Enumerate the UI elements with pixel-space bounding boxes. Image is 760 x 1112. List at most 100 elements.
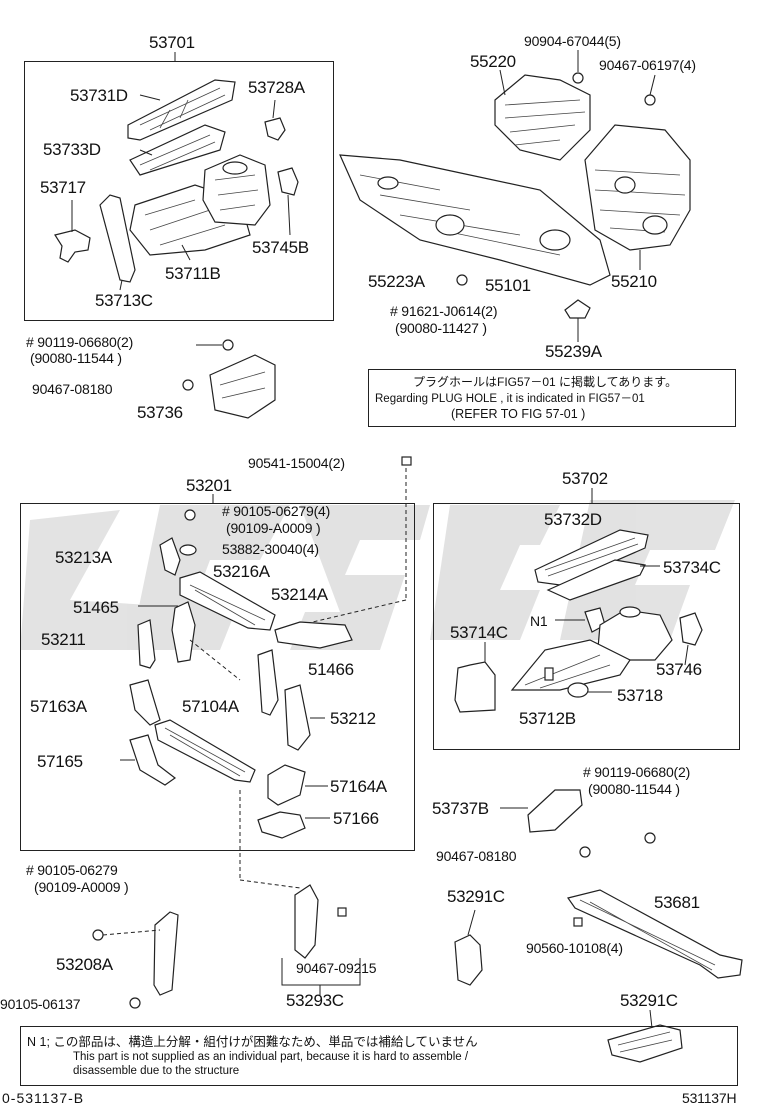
label-57104A: 57104A xyxy=(182,697,239,716)
label-90467-08180-b: 90467-08180 xyxy=(436,848,517,864)
label-53681: 53681 xyxy=(654,893,700,912)
label-53745B: 53745B xyxy=(252,238,309,257)
part-57164A-shape xyxy=(267,764,328,806)
label-90119-06680-a: # 90119-06680(2) xyxy=(26,334,134,350)
label-55101: 55101 xyxy=(485,276,531,295)
label-90467-09215: 90467-09215 xyxy=(296,960,377,976)
part-N1-shape xyxy=(555,607,606,633)
part-51466-shape xyxy=(257,649,279,716)
label-90467-06197: 90467-06197(4) xyxy=(599,57,696,73)
group-box-53702 xyxy=(433,503,740,750)
label-53214A: 53214A xyxy=(271,585,328,604)
part-53293C-shape xyxy=(281,884,361,995)
label-91621-J0614: # 91621-J0614(2) xyxy=(390,303,498,319)
label-90109-A0009-a: (90109-A0009 ) xyxy=(226,520,321,536)
label-57163A: 57163A xyxy=(30,697,87,716)
plug-hole-note: プラグホールはFIG57－01 に掲載してあります。 Regarding PLU… xyxy=(368,369,736,427)
part-57166-shape xyxy=(257,811,330,839)
part-57165-shape xyxy=(120,734,177,786)
label-53212: 53212 xyxy=(330,709,376,728)
group-number-53201: 53201 xyxy=(186,476,232,495)
footnote-box: N 1; この部品は、構造上分解・組付けが困難なため、単品では補給していません … xyxy=(20,1026,738,1086)
label-53213A: 53213A xyxy=(55,548,112,567)
part-53291C-upper-shape xyxy=(454,909,483,986)
label-57166: 57166 xyxy=(333,809,379,828)
part-53213A-shape xyxy=(159,537,181,576)
part-53714C-shape xyxy=(454,642,496,713)
label-90080-11427: (90080-11427 ) xyxy=(395,320,487,336)
label-90541-15004: 90541-15004(2) xyxy=(248,455,345,471)
page-code-left: 0-531137-B xyxy=(2,1090,85,1106)
part-55223A-shape xyxy=(339,154,611,286)
label-55239A: 55239A xyxy=(545,342,602,361)
part-53712B-shape xyxy=(510,639,631,691)
label-57164A: 57164A xyxy=(330,777,387,796)
label-55223A: 55223A xyxy=(368,272,425,291)
page-code-right: 531137H xyxy=(682,1090,737,1106)
plug-note-ref: (REFER TO FIG 57-01 ) xyxy=(451,407,586,421)
label-55220: 55220 xyxy=(470,52,516,71)
part-53212-shape xyxy=(284,684,325,751)
part-55220-shape xyxy=(494,69,591,161)
group-number-53701: 53701 xyxy=(149,33,195,52)
label-90904-67044: 90904-67044(5) xyxy=(524,33,621,49)
plug-note-en: Regarding PLUG HOLE , it is indicated in… xyxy=(375,393,645,405)
label-53714C: 53714C xyxy=(450,623,508,642)
part-53732D-shape xyxy=(534,529,649,586)
part-53746-shape xyxy=(679,612,703,666)
label-53216A: 53216A xyxy=(213,562,270,581)
group-box-53201 xyxy=(20,503,415,851)
part-53208A-shape xyxy=(92,911,179,1009)
part-53718-shape xyxy=(567,682,612,698)
label-90080-11544-a: (90080-11544 ) xyxy=(30,350,122,366)
part-57163A-shape xyxy=(129,679,161,726)
label-N1: N1 xyxy=(530,613,548,629)
label-53736: 53736 xyxy=(137,403,183,422)
label-53732D: 53732D xyxy=(544,510,602,529)
label-90105-06279-a: # 90105-06279(4) xyxy=(222,503,331,519)
label-90105-06137: 90105-06137 xyxy=(0,996,81,1012)
label-53733D: 53733D xyxy=(43,140,101,159)
part-53736-shape xyxy=(182,339,276,419)
label-53717: 53717 xyxy=(40,178,86,197)
label-51466: 51466 xyxy=(308,660,354,679)
plug-note-jp: プラグホールはFIG57－01 に掲載してあります。 xyxy=(413,375,678,389)
label-90119-06680-b: # 90119-06680(2) xyxy=(583,764,691,780)
label-53731D: 53731D xyxy=(70,86,128,105)
part-53728A-shape xyxy=(264,99,286,141)
label-53293C: 53293C xyxy=(286,991,344,1010)
part-55210-shape xyxy=(584,124,691,270)
label-53737B: 53737B xyxy=(432,799,489,818)
part-55239A-shape xyxy=(564,299,591,342)
label-90467-08180-a: 90467-08180 xyxy=(32,381,113,397)
part-53745B-shape xyxy=(277,167,299,236)
label-53713C: 53713C xyxy=(95,291,153,310)
label-90560-10108: 90560-10108(4) xyxy=(526,940,623,956)
label-53882-30040: 53882-30040(4) xyxy=(222,541,319,557)
part-53211-shape xyxy=(137,619,156,669)
label-53211: 53211 xyxy=(41,630,86,649)
part-57104A-shape xyxy=(154,719,256,783)
label-53718: 53718 xyxy=(617,686,663,705)
part-53737B-shape xyxy=(500,789,656,858)
part-53291C-lower-shape xyxy=(607,1009,683,1063)
footnote-jp: N 1; この部品は、構造上分解・組付けが困難なため、単品では補給していません xyxy=(27,1035,478,1049)
footnote-en-1: This part is not supplied as an individu… xyxy=(73,1051,469,1063)
label-90109-A0009-b: (90109-A0009 ) xyxy=(34,879,129,895)
label-90105-06279-b: # 90105-06279 xyxy=(26,862,118,878)
part-53214A-shape xyxy=(274,621,353,649)
part-53681-shape xyxy=(567,889,743,979)
label-53291C-upper: 53291C xyxy=(447,887,505,906)
part-53733D-shape xyxy=(129,124,226,176)
label-53712B: 53712B xyxy=(519,709,576,728)
part-53216A-shape xyxy=(179,571,276,631)
label-53728A: 53728A xyxy=(248,78,305,97)
label-51465: 51465 xyxy=(73,598,119,617)
part-53713C-shape xyxy=(99,194,136,291)
footnote-en-2: disassemble due to the structure xyxy=(73,1065,240,1077)
label-55210: 55210 xyxy=(611,272,657,291)
group-box-53701 xyxy=(24,61,334,321)
label-57165: 57165 xyxy=(37,752,83,771)
